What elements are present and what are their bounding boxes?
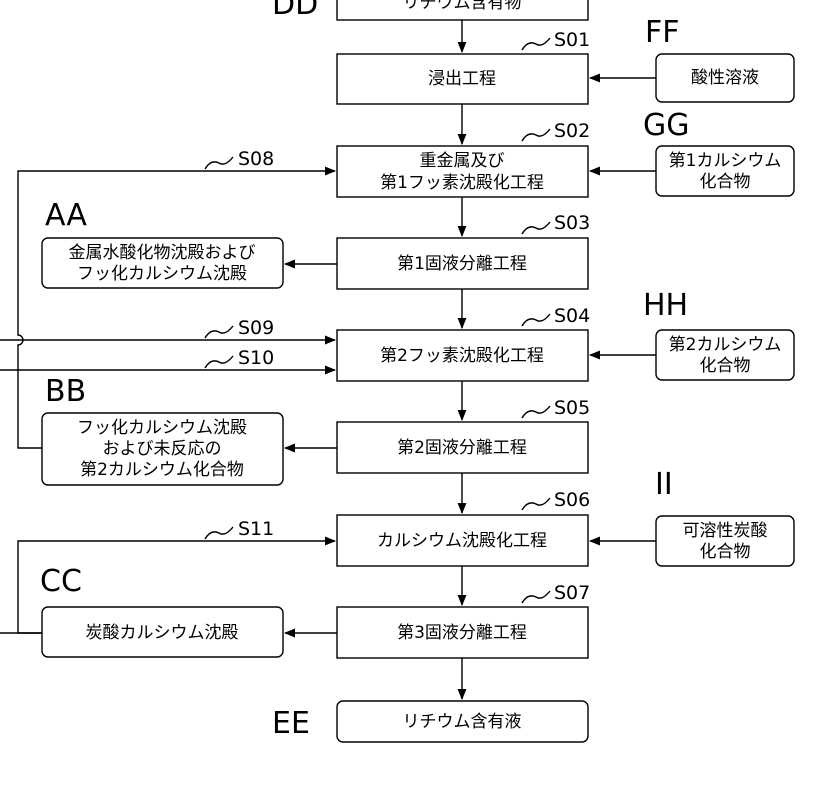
first-calcium-box: 第1カルシウム 化合物 [656,146,794,196]
label-ii: II [655,467,673,502]
step-s05-label: S05 [554,397,590,419]
step-s07: S07 [522,582,590,604]
step-s03-label: S03 [554,212,590,234]
second-fluoride-text: 第2フッ素沈殿化工程 [380,346,544,366]
step-s09-label: S09 [238,317,274,339]
leach-process-box: 浸出工程 [337,54,588,104]
step-s07-label: S07 [554,582,590,604]
carbonate-line1: 可溶性炭酸 [683,521,768,541]
second-fluoride-box: 第2フッ素沈殿化工程 [337,330,588,381]
second-separation-box: 第2固液分離工程 [337,422,588,473]
lithium-material-text: リチウム含有物 [403,0,522,13]
fluoride-calcium-box: フッ化カルシウム沈殿 および未反応の 第2カルシウム化合物 [42,413,283,485]
fluoride-calcium-line2: および未反応の [103,439,222,459]
leach-process-text: 浸出工程 [428,69,496,89]
first-separation-box: 第1固液分離工程 [337,238,588,289]
step-s02-label: S02 [554,120,590,142]
lithium-material-box: リチウム含有物 [337,0,588,20]
step-s10-label: S10 [238,347,274,369]
acid-solution-text: 酸性溶液 [691,68,759,88]
step-s08: S08 [205,148,274,170]
label-bb: BB [45,374,86,409]
heavy-metal-line1: 重金属及び [420,151,505,171]
calcium-carbonate-text: 炭酸カルシウム沈殿 [86,623,239,643]
step-s05: S05 [522,397,590,419]
carbonate-line2: 化合物 [700,542,751,562]
carbonate-box: 可溶性炭酸 化合物 [656,516,794,566]
step-s06-label: S06 [554,489,590,511]
first-calcium-line2: 化合物 [700,172,751,192]
lithium-liquid-box: リチウム含有液 [337,701,588,742]
first-separation-text: 第1固液分離工程 [397,254,527,274]
metal-hydroxide-line1: 金属水酸化物沈殿および [69,243,256,263]
third-separation-text: 第3固液分離工程 [397,623,527,643]
fluoride-calcium-line1: フッ化カルシウム沈殿 [77,418,247,438]
first-calcium-line1: 第1カルシウム [669,151,782,171]
metal-hydroxide-box: 金属水酸化物沈殿および フッ化カルシウム沈殿 [42,238,283,288]
step-s09: S09 [205,317,274,339]
label-gg: GG [643,108,690,143]
heavy-metal-fluoride-box: 重金属及び 第1フッ素沈殿化工程 [337,146,588,197]
fluoride-calcium-line3: 第2カルシウム化合物 [80,460,244,480]
step-s01-label: S01 [554,29,590,51]
third-separation-box: 第3固液分離工程 [337,607,588,658]
label-hh: HH [643,288,688,323]
step-s03: S03 [522,212,590,234]
lithium-liquid-text: リチウム含有液 [403,712,522,732]
step-s04: S04 [522,305,590,327]
step-s11-label: S11 [238,518,274,540]
step-s01: S01 [522,29,590,51]
step-s06: S06 [522,489,590,511]
label-ee: EE [272,706,310,741]
acid-solution-box: 酸性溶液 [656,54,794,102]
calcium-precip-text: カルシウム沈殿化工程 [377,531,547,551]
step-s02: S02 [522,120,590,142]
second-calcium-line2: 化合物 [700,356,751,376]
step-s08-label: S08 [238,148,274,170]
metal-hydroxide-line2: フッ化カルシウム沈殿 [77,264,247,284]
calcium-carbonate-box: 炭酸カルシウム沈殿 [42,607,283,657]
label-dd: DD [272,0,318,22]
second-calcium-line1: 第2カルシウム [669,335,782,355]
calcium-precip-box: カルシウム沈殿化工程 [337,515,588,566]
heavy-metal-line2: 第1フッ素沈殿化工程 [380,173,544,193]
label-cc: CC [40,564,82,599]
step-s11: S11 [205,518,274,540]
label-ff: FF [645,15,680,50]
step-s10: S10 [205,347,274,369]
second-calcium-box: 第2カルシウム 化合物 [656,330,794,380]
label-aa: AA [45,198,87,233]
second-separation-text: 第2固液分離工程 [397,438,527,458]
step-s04-label: S04 [554,305,590,327]
